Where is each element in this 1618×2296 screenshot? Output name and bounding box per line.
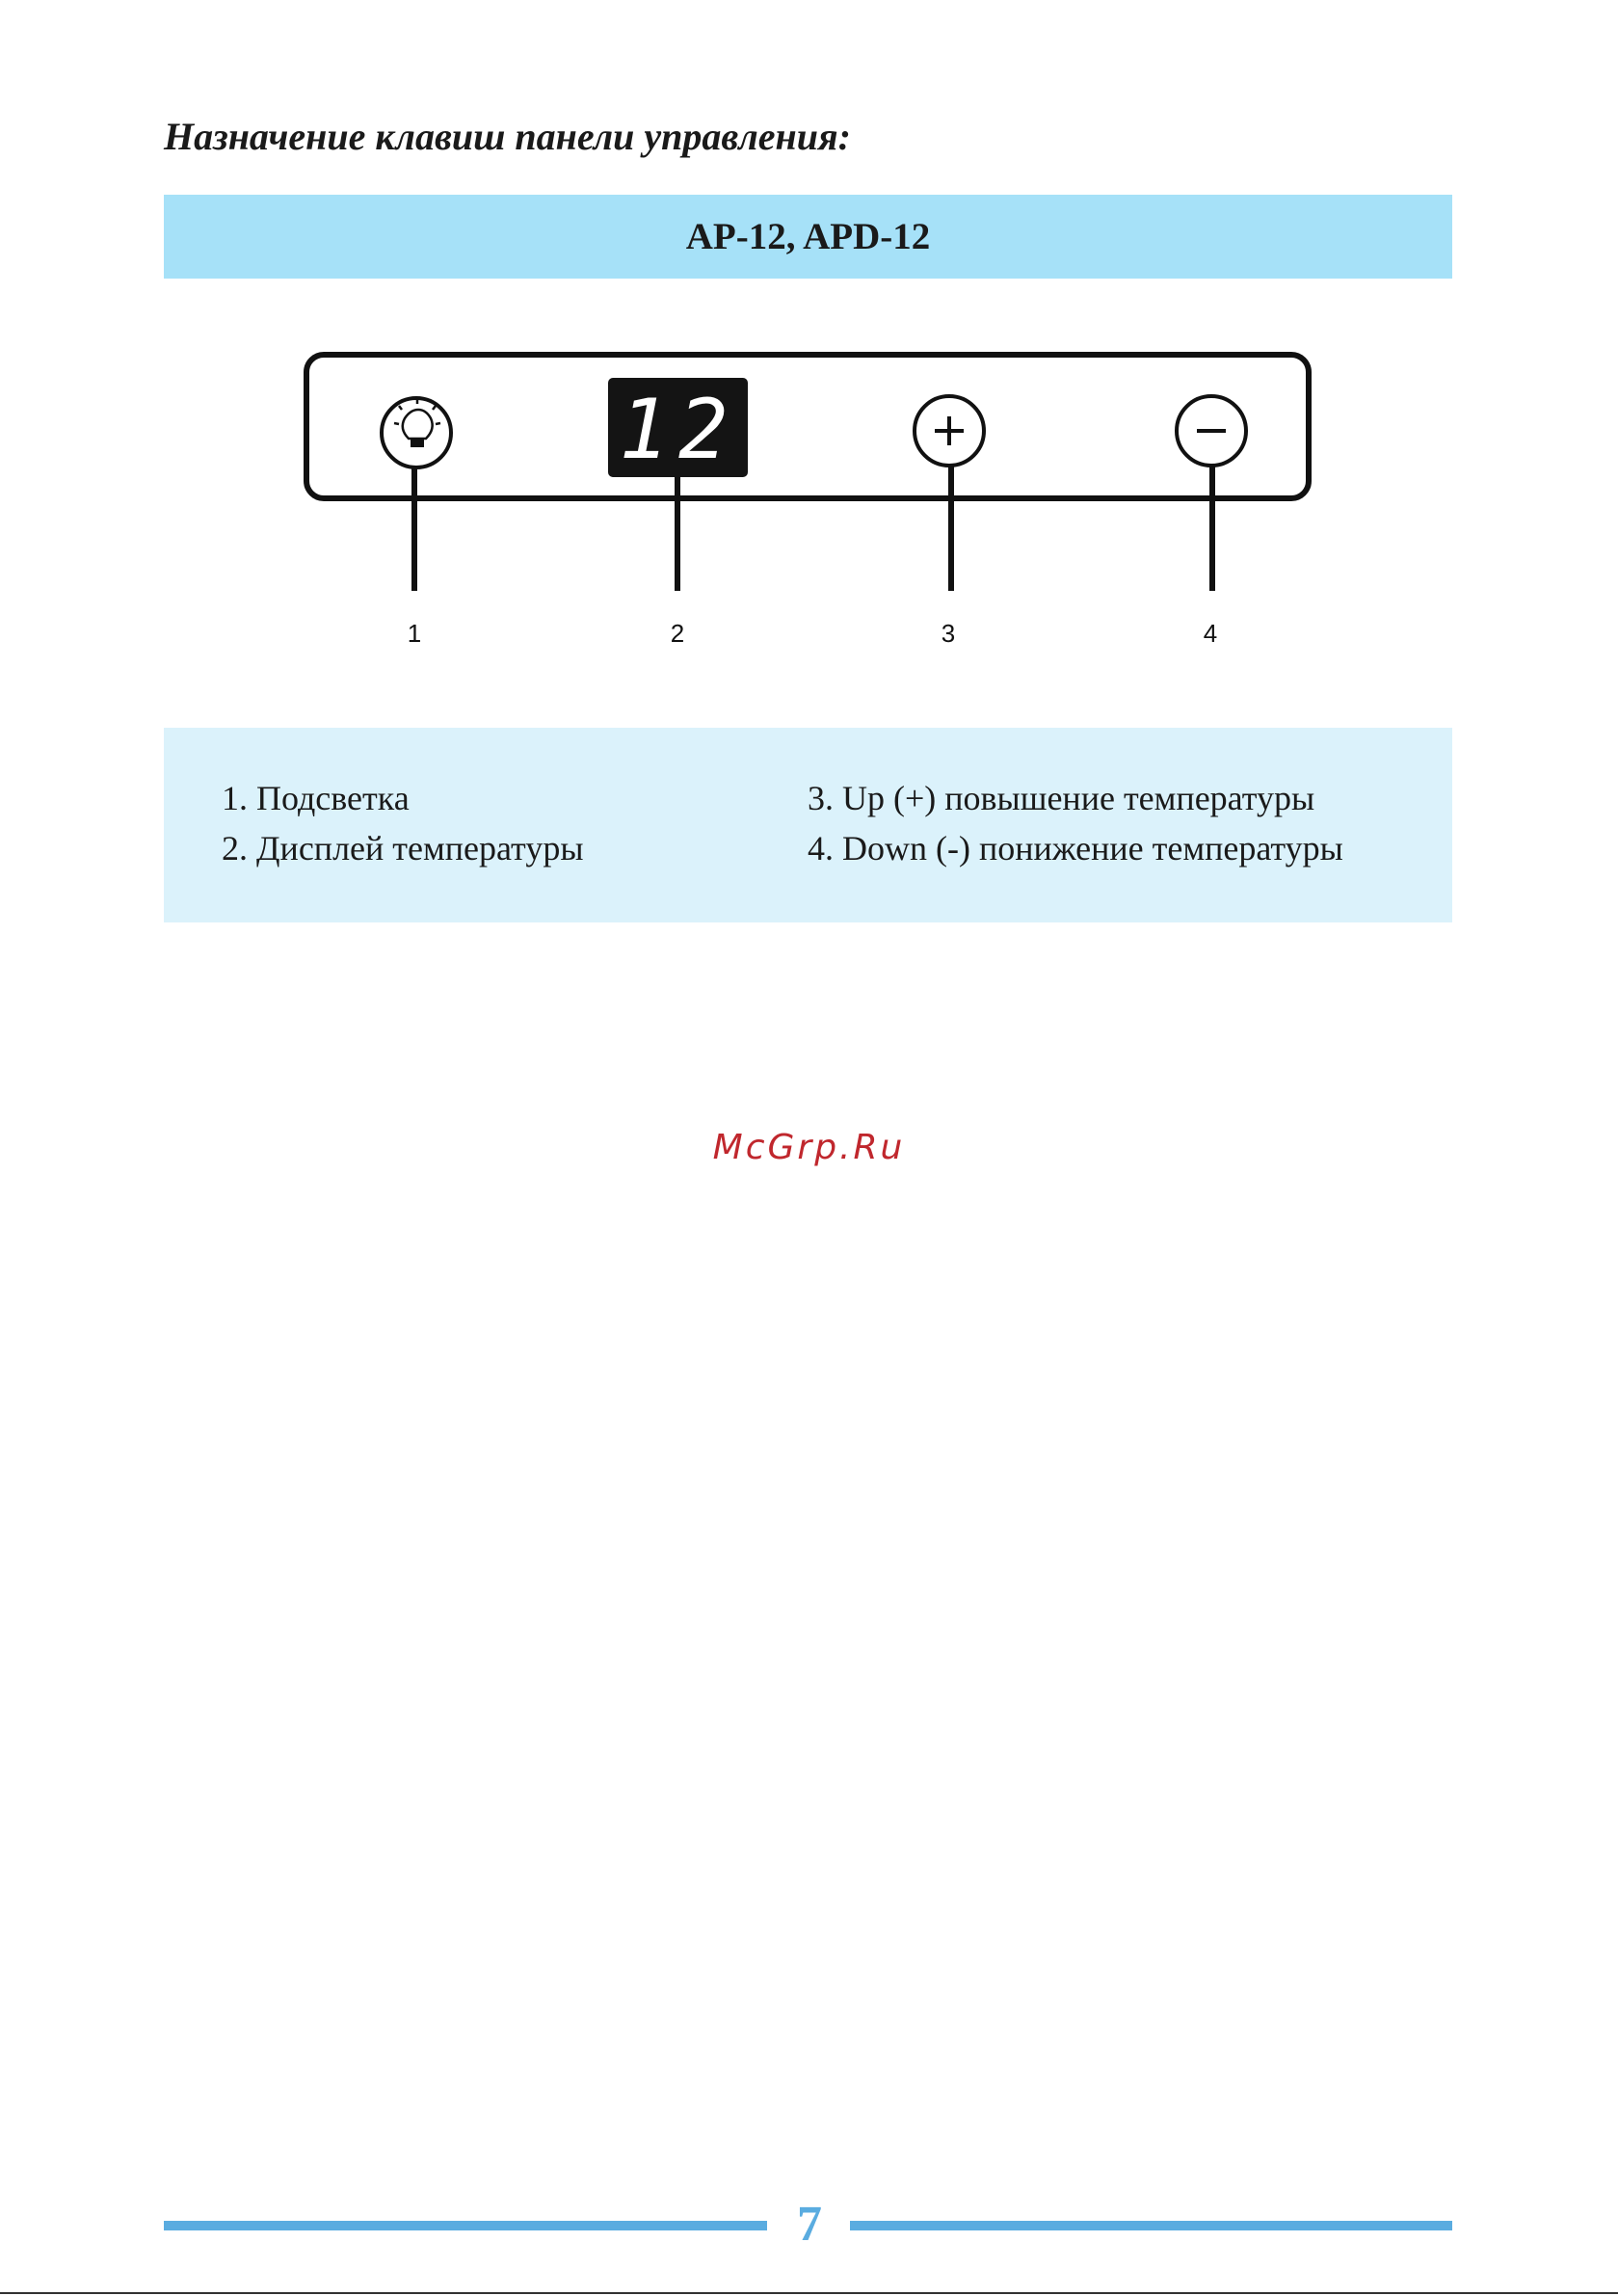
watermark: McGrp.Ru: [0, 1128, 1618, 1167]
legend-item-3: 3. Up (+) повышение температуры: [808, 778, 1314, 818]
page-bottom-rule: [0, 2292, 1618, 2294]
control-panel-outline: [306, 355, 1309, 498]
callout-label-4: 4: [1191, 619, 1230, 649]
page-number: 7: [761, 2196, 858, 2253]
legend-box: 1. Подсветка 2. Дисплей температуры 3. U…: [164, 728, 1452, 922]
callout-label-3: 3: [929, 619, 968, 649]
legend-item-1: 1. Подсветка: [222, 778, 410, 818]
minus-icon: [1177, 396, 1246, 466]
lightbulb-icon: [382, 398, 451, 467]
footer-line-right: [850, 2221, 1452, 2230]
legend-item-4: 4. Down (-) понижение температуры: [808, 828, 1343, 868]
footer-line-left: [164, 2221, 767, 2230]
callout-label-2: 2: [658, 619, 697, 649]
callout-label-1: 1: [395, 619, 434, 649]
display-value: 12: [619, 382, 738, 478]
plus-icon: [915, 396, 984, 466]
control-panel-diagram: 12: [0, 0, 1618, 694]
legend-item-2: 2. Дисплей температуры: [222, 828, 584, 868]
